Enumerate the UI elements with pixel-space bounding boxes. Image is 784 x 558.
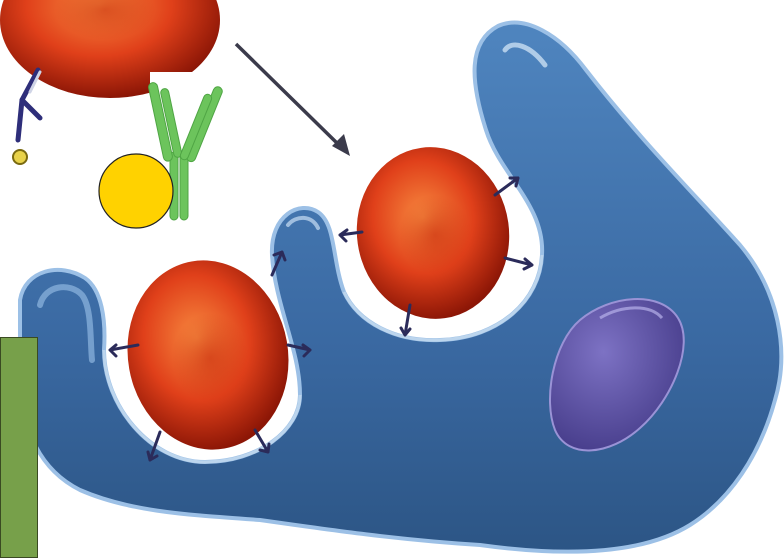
green-panel — [0, 337, 38, 558]
receptor-link — [505, 258, 532, 269]
yellow-circle-antigen — [99, 154, 173, 228]
receptor-link — [495, 178, 518, 195]
pointer-arrow — [236, 44, 350, 156]
red-blood-cell-right — [346, 137, 520, 328]
antibody-antigen-icon — [96, 72, 228, 230]
antibody-on-cell — [13, 70, 40, 164]
